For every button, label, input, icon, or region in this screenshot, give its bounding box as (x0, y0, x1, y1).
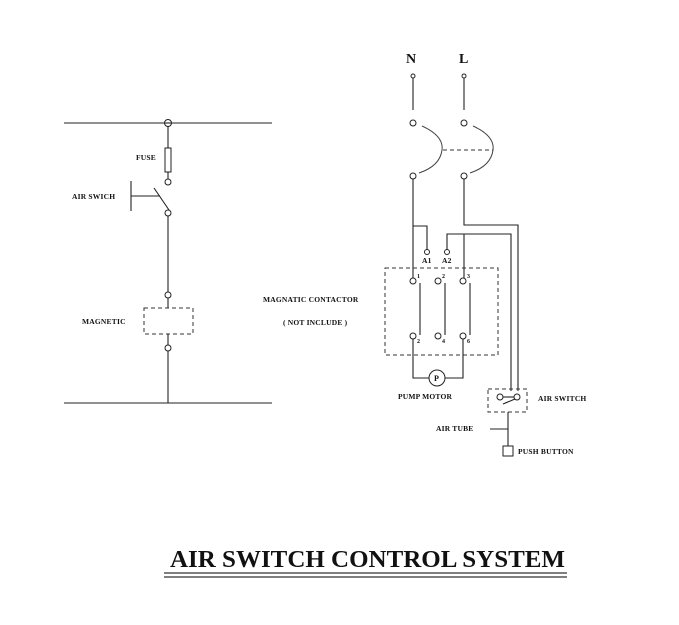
contact-terminal (409, 332, 417, 340)
contact-number: 2 (442, 274, 445, 280)
contact-number: 2 (417, 339, 420, 345)
line-wire-to-air-switch (463, 179, 519, 391)
left-circuit: FUSE AIR SWICH MAGNETIC (64, 119, 272, 404)
terminal (164, 344, 172, 352)
diagram-title: AIR SWITCH CONTROL SYSTEM (170, 547, 565, 573)
air-tube-label: AIR TUBE (436, 424, 474, 433)
magnetic-label: MAGNETIC (82, 317, 126, 326)
air-switch-box (487, 388, 528, 413)
contactor-label: MAGNATIC CONTACTOR (263, 295, 359, 304)
contact-number: 6 (467, 339, 470, 345)
fuse-label: FUSE (136, 153, 156, 162)
coil-terminal-a2 (444, 249, 450, 255)
contact-number: 1 (417, 274, 420, 280)
pump-motor-label: PUMP MOTOR (398, 392, 453, 401)
contactor-note: ( NOT INCLUDE ) (283, 318, 348, 327)
motor-wire (445, 339, 464, 379)
breaker-terminal (460, 172, 468, 180)
breaker-terminal (460, 119, 468, 127)
contact-terminal (434, 332, 442, 340)
title-block: AIR SWITCH CONTROL SYSTEM (164, 547, 567, 578)
fuse-icon (164, 147, 172, 173)
contact-terminal (459, 332, 467, 340)
air-switch-blade-icon (502, 398, 516, 405)
motor-wire (412, 339, 429, 379)
air-switch-label: AIR SWICH (72, 192, 115, 201)
line-input-terminal (461, 73, 467, 79)
breaker-terminal (409, 172, 417, 180)
air-switch-label: AIR SWITCH (538, 394, 586, 403)
a2-wire-to-air-switch (446, 233, 512, 391)
contact-terminal (434, 277, 442, 285)
push-button-label: PUSH BUTTON (518, 447, 574, 456)
push-button-icon (502, 445, 514, 457)
a1-label: A1 (422, 256, 432, 265)
breaker-arc-icon (418, 125, 443, 174)
wire-to-a1 (413, 225, 428, 250)
pump-motor-icon (428, 369, 446, 387)
coil-terminal-a1 (424, 249, 430, 255)
line-label: L (459, 52, 468, 67)
neutral-input-terminal (410, 73, 416, 79)
motor-symbol: P (434, 374, 439, 383)
a2-label: A2 (442, 256, 452, 265)
right-circuit: N L A1 A2 MAGNATIC CONTACTOR ( NOT INCLU… (263, 52, 586, 457)
contact-number: 3 (467, 274, 470, 280)
contact-terminal (459, 277, 467, 285)
contact-terminal (409, 277, 417, 285)
neutral-label: N (406, 52, 416, 67)
terminal (164, 178, 172, 186)
air-switch-blade-icon (153, 187, 170, 211)
magnetic-coil-box (143, 307, 194, 335)
contact-number: 4 (442, 339, 445, 345)
breaker-terminal (409, 119, 417, 127)
air-switch-terminal (496, 393, 504, 401)
terminal (164, 291, 172, 299)
terminal (164, 209, 172, 217)
magnetic-contactor-box (384, 267, 499, 356)
